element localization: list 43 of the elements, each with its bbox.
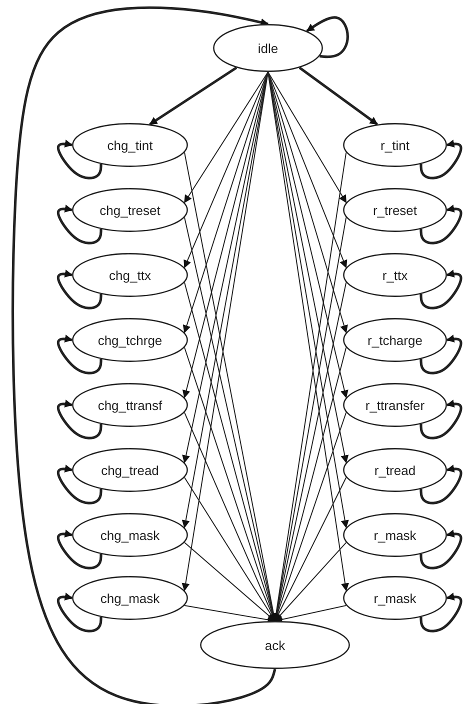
transition-arrow (268, 72, 348, 268)
self-loop-arrow (56, 592, 102, 632)
self-loop-arrow (56, 270, 102, 310)
state-label: r_tcharge (368, 332, 422, 348)
self-loop-arrow (56, 400, 102, 440)
transition-arrow (268, 72, 347, 204)
self-loop-arrow (420, 400, 462, 440)
self-loop-arrow (56, 334, 102, 374)
state-label: r_mask (374, 528, 416, 542)
self-loop-arrow (306, 16, 349, 58)
transition-arrow (298, 66, 378, 126)
self-loop-arrow (420, 592, 462, 632)
self-loop-arrow (420, 530, 462, 570)
self-loop-arrow (420, 204, 462, 244)
self-loop-arrow (420, 270, 462, 310)
self-loop-arrow (56, 140, 102, 180)
transition-arrow (12, 6, 276, 704)
state-label: r_mask (374, 590, 416, 606)
self-loop-arrow (56, 204, 102, 244)
state-label: chg_treset (100, 202, 160, 218)
state-label: r_tread (374, 462, 416, 478)
state-label: r_ttx (382, 268, 408, 282)
state-label: chg_mask (100, 528, 160, 542)
state-label: chg_ttransf (98, 398, 162, 412)
self-loop-arrow (420, 334, 462, 374)
self-loop-arrow (56, 530, 102, 570)
self-loop-arrow (56, 464, 102, 504)
state-label: chg_tread (101, 462, 159, 478)
state-label: r_tint (380, 138, 410, 152)
transition-arrow (184, 72, 268, 268)
self-loop-arrow (420, 140, 462, 180)
state-label: chg_tchrge (98, 332, 162, 348)
state-label: r_treset (372, 202, 418, 218)
state-label: chg_ttx (109, 268, 151, 282)
transition-arrow (149, 66, 238, 126)
state-label: chg_tint (107, 138, 153, 152)
state-label: ack (264, 638, 286, 652)
transition-arrow (274, 542, 347, 622)
state-label: idle (258, 40, 278, 56)
self-loop-arrow (420, 464, 462, 504)
state-label: r_ttransfer (365, 398, 425, 412)
transition-arrow (184, 72, 268, 204)
state-label: chg_mask (100, 590, 160, 606)
